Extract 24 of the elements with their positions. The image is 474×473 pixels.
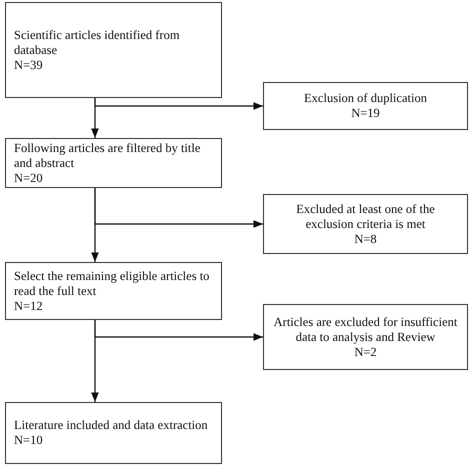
process-box bbox=[5, 402, 222, 464]
count-text: N=19 bbox=[350, 106, 381, 121]
box-text: Scientific articles identified from database bbox=[14, 28, 181, 58]
count-text: N=39 bbox=[14, 58, 44, 72]
box-text: Select the remaining eligible articles to read the full text bbox=[14, 268, 210, 298]
arrow bbox=[94, 320, 263, 341]
process-box bbox=[263, 304, 468, 370]
count-text: N=8 bbox=[353, 232, 378, 246]
process-box bbox=[263, 82, 468, 130]
box-text: Following articles are filtered by title and abstract bbox=[14, 140, 202, 170]
process-box bbox=[263, 194, 468, 254]
arrow bbox=[94, 188, 263, 228]
count-text: N=12 bbox=[14, 298, 44, 314]
count-text: N=10 bbox=[14, 433, 44, 448]
process-box bbox=[5, 262, 222, 320]
box-text: Excluded at least one of the exclusion criteria is met bbox=[295, 202, 436, 232]
box-text: Literature included and data extraction bbox=[14, 418, 209, 433]
box-text: Articles are excluded for insufficient data to analysis and Review bbox=[272, 314, 458, 344]
process-box bbox=[5, 138, 222, 188]
box-text: Exclusion of duplication bbox=[303, 91, 428, 106]
count-text: N=2 bbox=[353, 344, 378, 360]
process-box bbox=[5, 2, 222, 98]
arrow bbox=[94, 98, 263, 110]
count-text: N=20 bbox=[14, 170, 44, 186]
